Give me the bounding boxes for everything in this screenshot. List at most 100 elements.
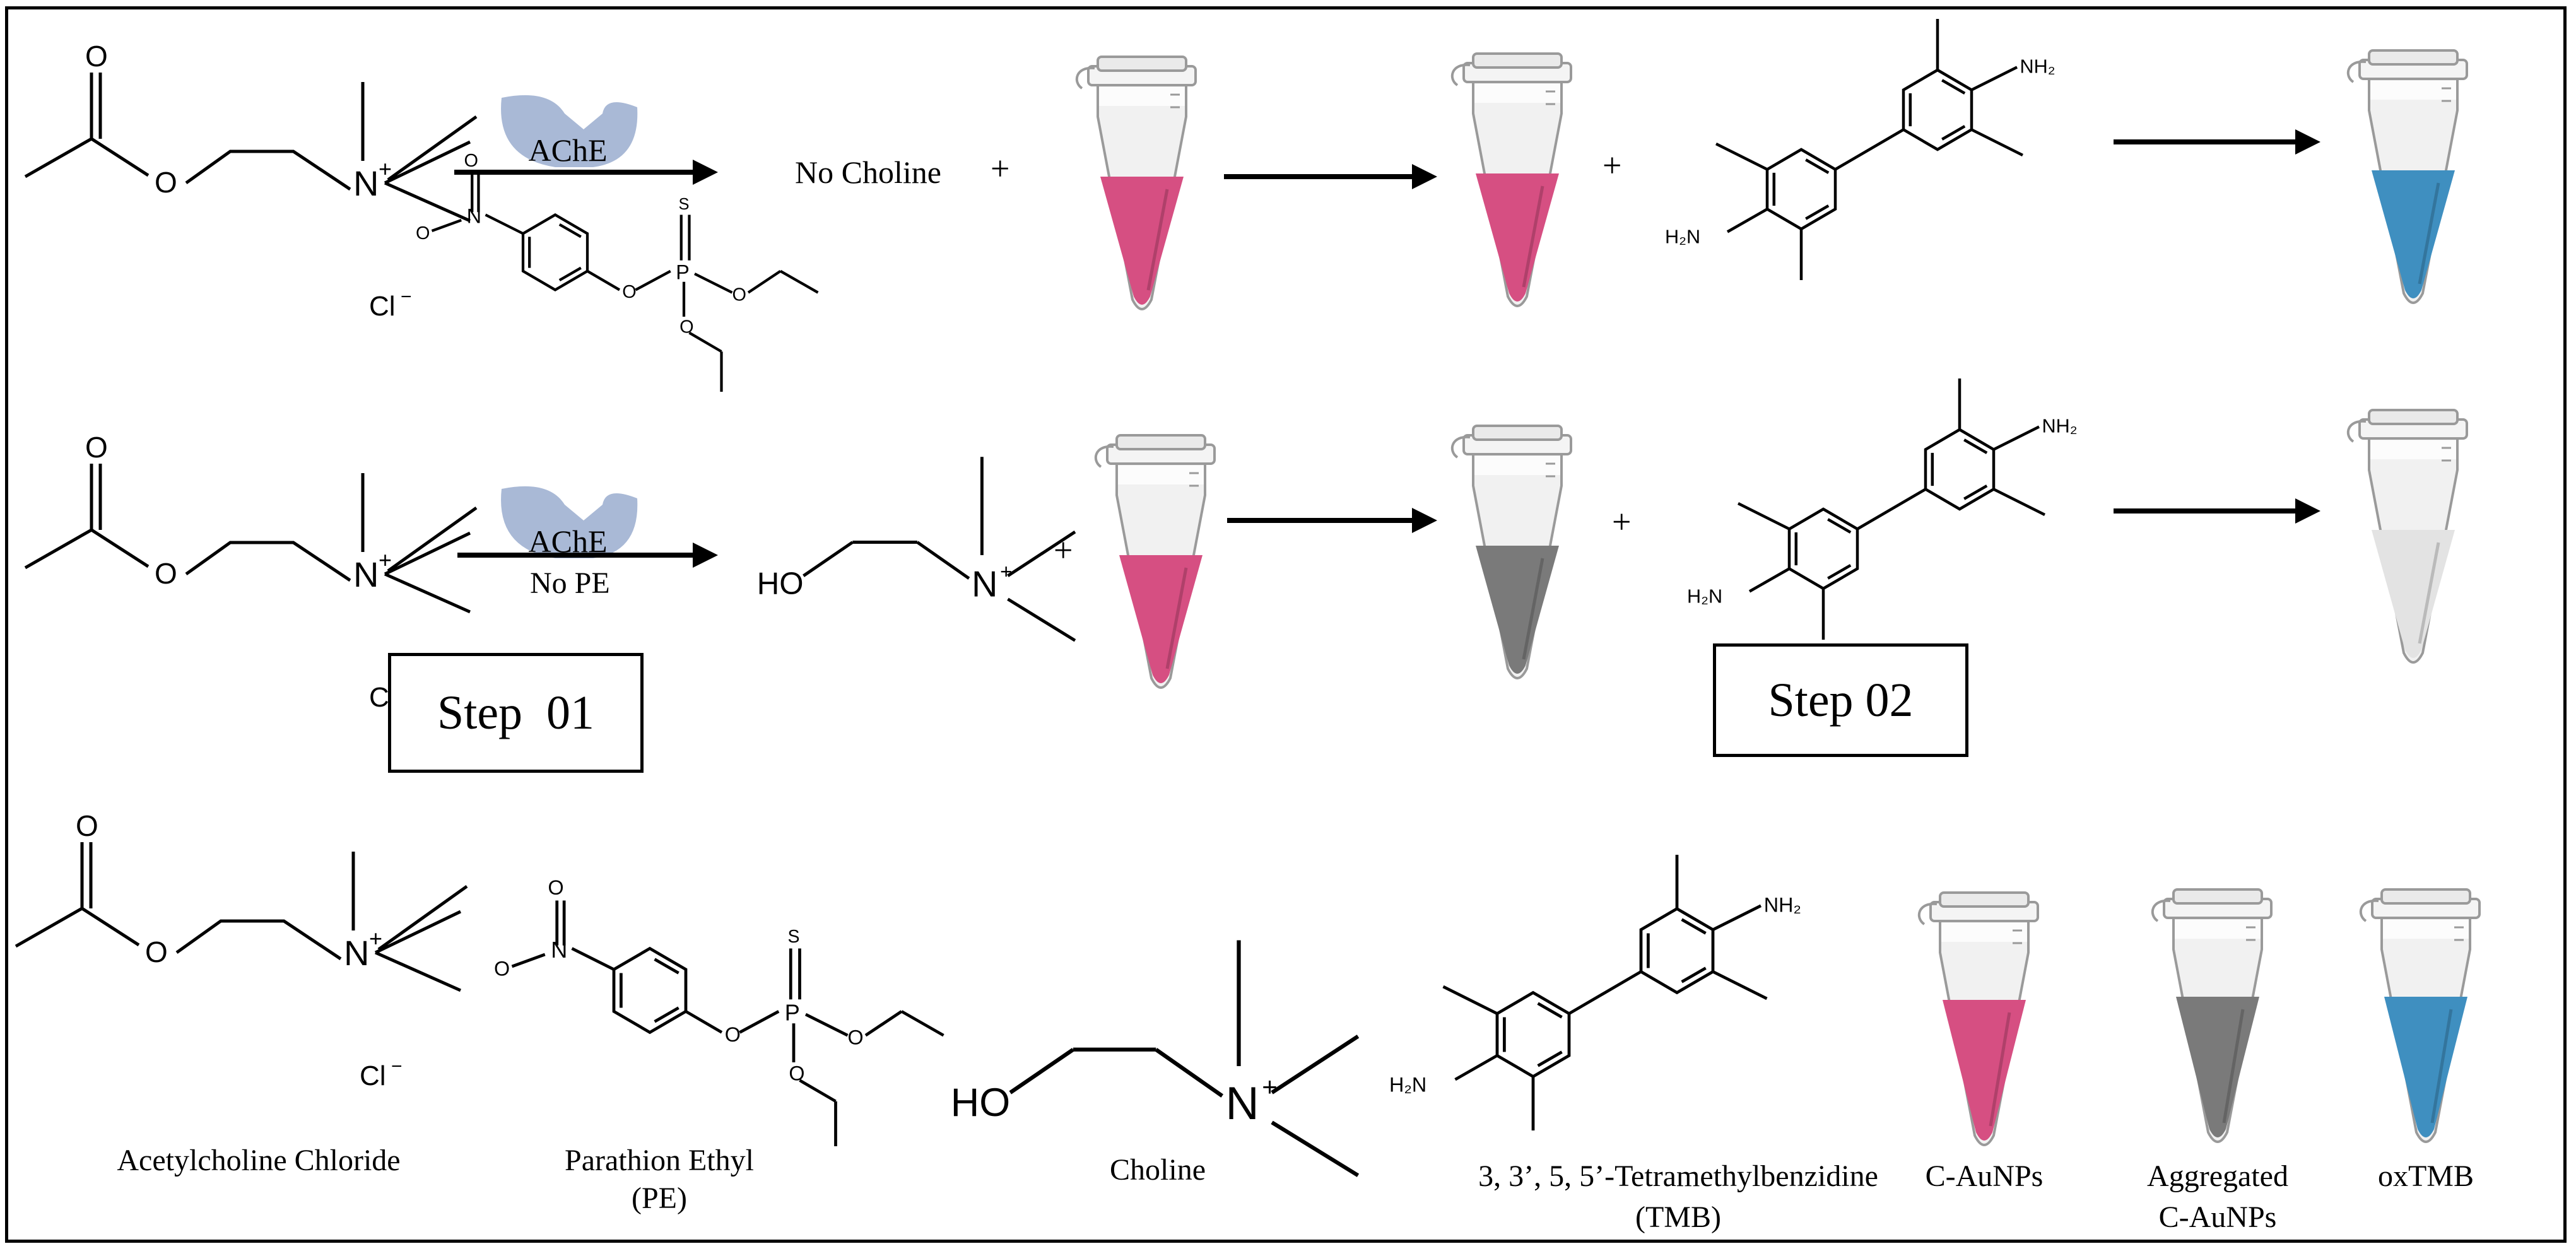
plus-row2-b: + [1612,503,1631,541]
enzyme-shape [501,486,638,558]
enzyme-shape [501,95,638,167]
legend-parathion-2: (PE) [632,1182,687,1215]
no-pe-label: No PE [530,566,610,600]
methyl-bond [1992,488,2046,517]
tube-liquid [1476,173,1559,302]
amine-bond [1454,1054,1498,1081]
step-02-label: Step 02 [1768,673,1914,727]
nitro-bond [571,947,615,971]
legend-aggregated-2: C-AuNPs [2159,1200,2277,1234]
tube-graduation [1189,472,1199,487]
amine-left: H₂N [1665,226,1700,248]
nitro-n: N [467,204,481,227]
methyl-bond [1007,531,1076,577]
ammonium-n: N [344,933,369,973]
tube-shade [1522,185,1544,288]
choline-n: N [1226,1077,1259,1129]
amine-right: NH₂ [2042,416,2078,437]
legend-choline: Choline [1110,1153,1206,1187]
o-p-bond [635,269,671,291]
ethyl-bond [779,269,819,294]
step-01-label: Step 01 [437,686,595,739]
biphenyl-bond [1856,488,1927,531]
nitro-bond [485,213,524,235]
ammonium-charge: + [369,925,382,951]
aryl-o-bond [586,269,621,291]
tube-row1-caunps [1075,56,1197,310]
ethyl-bond [747,269,782,294]
figure-border [5,6,2567,1243]
plus-row2-a: + [1054,531,1073,569]
choline-bond [803,541,854,577]
ethyl-bond [688,331,722,353]
sulfur: S [788,927,800,947]
legend-tmb-2: (TMB) [1635,1200,1721,1234]
tube-shade [1522,558,1544,660]
no-choline-text: No Choline [795,155,941,190]
hydroxyl-label: HO [757,566,804,601]
step-01-box: Step 01 [388,653,644,773]
methyl-bond [1442,985,1498,1015]
tube-graduation [2454,926,2464,941]
tube-shade [1146,189,1169,291]
amine-bond [1712,904,1762,931]
plus-row1-b: + [1603,146,1621,184]
choline-bond [1155,1048,1224,1098]
biphenyl-bond [1568,970,1642,1015]
carbonyl-oxygen: O [76,809,98,842]
o-p-bond [739,1010,780,1034]
nitro-o-minus: O [494,957,510,980]
chloride-label: Cl [369,291,396,322]
legend-tmb-1: 3, 3’, 5, 5’-Tetramethylbenzidine [1478,1159,1878,1193]
ammonium-n: N [353,163,379,203]
tube-liquid [1100,177,1184,305]
ethoxy-o: O [732,285,746,305]
methyl-bond [1271,1120,1360,1177]
tube-liquid [2176,997,2259,1137]
tube-row1-oxtmb [2346,49,2468,304]
ester-oxygen: O [155,166,177,199]
nitro-o-bond [511,953,546,968]
methyl-bond [1712,970,1768,1001]
tube-shade [1165,567,1188,669]
methyl-bond [1007,597,1076,642]
p-o-bond [694,273,733,294]
tube-graduation [2013,929,2022,944]
choline-bond [916,541,970,580]
methyl-bond [1737,502,1791,531]
tube-row1-caunps-2 [1450,52,1572,307]
plus-row1-a: + [991,150,1009,187]
legend-acetylcholine: Acetylcholine Chloride [117,1144,400,1177]
tube-shade [2418,182,2440,285]
amine-left: H₂N [1389,1073,1426,1096]
tube-liquid [2372,530,2455,658]
ester-oxygen: O [155,557,177,590]
phosphorus: P [676,261,690,284]
carbonyl-oxygen: O [85,40,108,73]
tube-graduation [2442,447,2451,462]
carbonyl-oxygen: O [85,431,108,464]
tube-graduation [1546,462,1555,478]
biphenyl-bond [1834,128,1905,171]
tube-row2-light [2346,409,2468,664]
methyl-bond [1715,142,1768,171]
legend-aggregated-1: Aggregated [2147,1159,2288,1193]
tube-shade [2430,1009,2453,1124]
ethoxy-o-2: O [789,1062,804,1085]
choline-charge: + [1000,560,1012,583]
tube-legend-caunps [1917,891,2039,1146]
tube-liquid [1476,546,1559,674]
tube-graduation [2442,87,2451,102]
tube-liquid [2372,170,2455,298]
choline-n: N [972,565,997,605]
ammonium-charge: + [379,547,392,573]
choline-bond [1009,1048,1074,1095]
tube-row2-caunps [1094,434,1216,689]
nitro-n: N [551,937,567,963]
